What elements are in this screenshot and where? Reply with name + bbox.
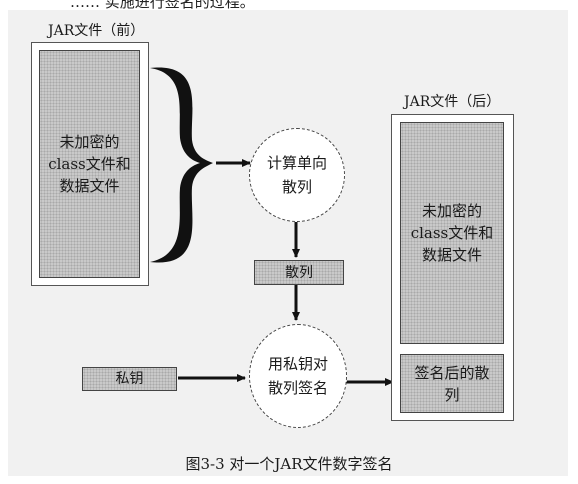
jar-after-contents: 未加密的 class文件和 数据文件 — [400, 122, 504, 344]
sign-step-line-1: 用私钥对 — [267, 355, 328, 373]
jar-before-title: JAR文件（前） — [48, 23, 145, 39]
hash-result-label: 散列 — [285, 264, 313, 281]
jar-before-box: 未加密的 class文件和 数据文件 — [31, 42, 149, 286]
jar-before-contents: 未加密的 class文件和 数据文件 — [39, 50, 140, 278]
jar-before-line-1: 未加密的 — [59, 133, 120, 151]
hash-result-box: 散列 — [254, 260, 344, 285]
header-cut-text: …… 实施进行签名的过程。 — [70, 0, 255, 11]
hash-step-line-1: 计算单向 — [266, 154, 327, 172]
jar-before-line-2: class文件和 — [48, 155, 131, 173]
jar-after-line-3: 数据文件 — [421, 246, 482, 264]
jar-after-box: 未加密的 class文件和 数据文件 签名后的散 列 — [391, 114, 514, 421]
signature-line-1: 签名后的散 — [414, 363, 490, 382]
sign-step-line-2: 散列签名 — [267, 379, 328, 397]
jar-after-line-1: 未加密的 — [421, 202, 482, 220]
signature-box: 签名后的散 列 — [400, 354, 504, 413]
private-key-label: 私钥 — [115, 371, 144, 387]
jar-after-line-2: class文件和 — [410, 224, 494, 242]
hash-step-circle: 计算单向 散列 — [249, 128, 345, 222]
private-key-box: 私钥 — [82, 367, 177, 391]
curly-brace — [150, 67, 213, 263]
figure-caption: 图3-3 对一个JAR文件数字签名 — [185, 455, 393, 473]
signature-line-2: 列 — [444, 385, 460, 404]
sign-step-circle: 用私钥对 散列签名 — [249, 324, 347, 428]
jar-after-title: JAR文件（后） — [404, 94, 501, 110]
hash-step-line-2: 散列 — [281, 178, 312, 196]
jar-before-line-3: 数据文件 — [59, 177, 120, 195]
